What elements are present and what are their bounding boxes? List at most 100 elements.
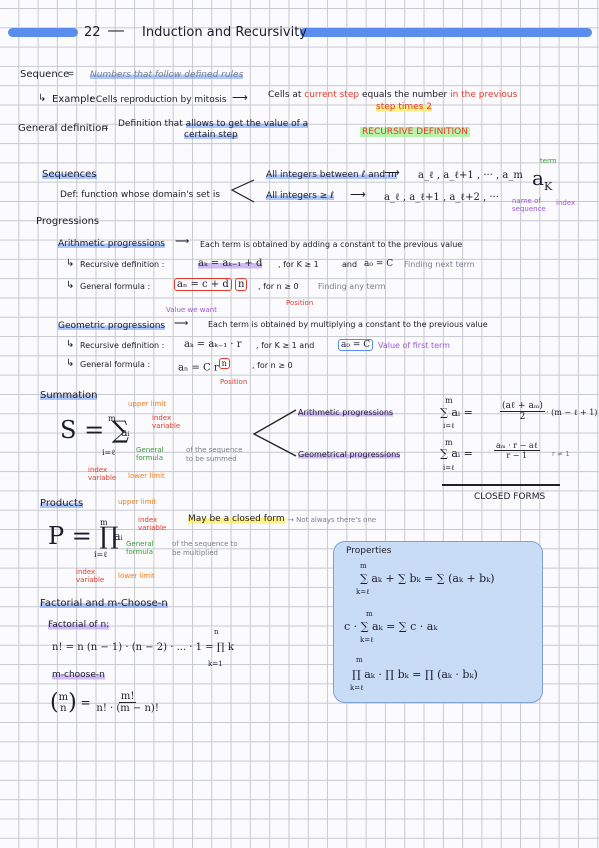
arrow-icon: ↳ — [66, 258, 75, 269]
arithmetic-label: Arithmetic progressions — [58, 239, 165, 249]
arith-gen-cond: , for n ≥ 0 — [258, 282, 299, 291]
products-lower: i=ℓ — [94, 550, 108, 559]
products-upper: m — [100, 518, 108, 527]
choose-bottom: n — [60, 702, 67, 714]
geo-rec-label: Recursive definition : — [80, 341, 165, 350]
header-decoration-right — [300, 28, 592, 37]
closed-geo-lhs: ∑ aᵢ = — [440, 447, 473, 460]
geo-rec-cond: , for K ≥ 1 and — [256, 341, 315, 350]
choose-top: m — [58, 691, 69, 703]
sum-upper-limit-label: upper limit — [128, 400, 167, 408]
summation-heading: Summation — [40, 390, 98, 401]
header-decoration-left — [8, 28, 78, 37]
closed-arith-tail: · (m − ℓ + 1) — [546, 408, 598, 417]
arith-rec-formula: aₖ = aₖ₋₁ + d — [198, 258, 263, 269]
arith-rec-init: a₀ = C — [364, 259, 394, 269]
arith-rec-label: Recursive definition : — [80, 260, 165, 269]
property-3-top: m — [356, 656, 363, 664]
arrow-right-icon: ⟶ — [232, 92, 248, 104]
example-text: : Cells reproduction by mitosis — [90, 95, 227, 105]
sequences-row1-result: a_ℓ , a_ℓ+1 , ··· , a_m — [418, 170, 523, 181]
term-label: term — [540, 157, 557, 165]
page-title: Induction and Recursivity — [142, 25, 307, 40]
products-symbol: P = ∏ — [48, 522, 119, 550]
sum-of-sequence-label: of the sequence to be summed — [186, 446, 243, 463]
arith-rec-cond: , for K ≥ 1 — [278, 260, 319, 269]
sum-index-var-label-2: index variable — [88, 466, 117, 482]
closed-arith-bottom: i=ℓ — [443, 422, 455, 430]
sequence-heading: Sequence — [20, 69, 70, 80]
name-of-sequence-label: name of sequence — [512, 197, 546, 213]
prod-of-sequence-label: of the sequence to be multiplied — [172, 540, 238, 557]
closed-geo-bottom: i=ℓ — [443, 464, 455, 472]
prod-upper-limit-label: upper limit — [118, 498, 157, 506]
property-2-top: m — [366, 610, 373, 618]
arith-rec-note: Finding next term — [404, 260, 475, 269]
arithmetic-text: Each term is obtained by adding a consta… — [200, 240, 463, 249]
sequences-row1-text: All integers between ℓ and m — [266, 170, 397, 180]
property-3-bottom: k=ℓ — [350, 684, 364, 692]
branch-arrow-icon — [230, 179, 255, 203]
closed-geo-top: m — [445, 438, 453, 447]
property-1-bottom: k=ℓ — [356, 588, 370, 596]
arrow-icon: ↳ — [66, 358, 75, 369]
summation-upper: m — [108, 414, 116, 423]
factorial-heading: Factorial and m-Choose-n — [40, 598, 168, 609]
property-1-top: m — [360, 562, 367, 570]
summation-term: aᵢ — [121, 426, 130, 439]
header-dash: — — [108, 22, 124, 39]
arith-gen-formula: aₙ = c + d n — [174, 278, 248, 291]
factorial-formula: n! = n (n − 1) · (n − 2) · ... · 1 = ∏ k — [52, 642, 234, 653]
properties-box — [333, 541, 543, 703]
sum-index-var-label: index variable — [152, 414, 181, 430]
sum-geo-link: Geometrical progressions — [298, 450, 401, 459]
prod-index-var-label-2: index variable — [76, 568, 105, 584]
arrow-icon: ↳ — [66, 339, 75, 350]
double-eq-icon: = — [102, 122, 109, 134]
summation-lower: i=ℓ — [102, 448, 116, 457]
arith-gen-label: General formula : — [80, 282, 151, 291]
index-label: index — [556, 199, 576, 207]
property-2-bottom: k=ℓ — [360, 636, 374, 644]
term-symbol: aK — [532, 166, 553, 193]
prod-lower-limit-label: lower limit — [118, 572, 155, 580]
geo-rec-formula: aₖ = aₖ₋₁ · r — [184, 339, 242, 350]
example-result-line2: step times 2 — [376, 102, 432, 112]
factorial-prod-top: n — [214, 628, 219, 636]
sequences-row2-result: a_ℓ , a_ℓ+1 , a_ℓ+2 , ··· — [384, 192, 499, 203]
prod-closed-note: May be a closed form — [188, 514, 285, 524]
arrow-icon: ↳ — [66, 280, 75, 291]
sum-arith-link: Arithmetic progressions — [298, 408, 394, 417]
choose-den: n! · (m − n)! — [96, 703, 159, 714]
closed-forms-divider — [442, 484, 560, 486]
geometric-label: Geometric progressions — [58, 321, 166, 331]
general-definition-text-2: certain step — [184, 130, 238, 140]
property-3: ∏ aₖ · ∏ bₖ = ∏ (aₖ · bₖ) — [352, 668, 478, 681]
summation-symbol: S = ∑ — [60, 416, 129, 444]
closed-arith-top: m — [445, 396, 453, 405]
arrow-right-icon: ⟶ — [350, 189, 366, 201]
choose-label: m-choose-n — [52, 670, 105, 680]
page-number: 22 — [84, 25, 101, 40]
arrow-right-icon: ⟶ — [384, 167, 400, 179]
position-label: Position — [286, 299, 314, 307]
geo-gen-cond: , for n ≥ 0 — [252, 361, 293, 370]
geo-rec-init: a₀ = C — [338, 339, 374, 351]
geometric-text: Each term is obtained by multiplying a c… — [208, 320, 488, 329]
closed-arith-frac: (aℓ + aₘ)2 — [500, 401, 545, 422]
general-definition-text: Definition that allows to get the value … — [118, 119, 309, 129]
arrow-icon: ↳ — [38, 93, 47, 104]
value-label: Value we want — [166, 306, 217, 314]
property-1: ∑ aₖ + ∑ bₖ = ∑ (aₖ + bₖ) — [360, 572, 495, 585]
example-result-line1: Cells at current step equals the number … — [268, 90, 518, 100]
arrow-right-icon: ⟶ — [175, 236, 190, 247]
geo-rec-note: Value of first term — [378, 341, 450, 350]
prod-general-formula-label: General formula — [126, 540, 154, 556]
geo-gen-label: General formula : — [80, 360, 151, 369]
factorial-prod-bottom: k=1 — [208, 660, 223, 668]
branch-arrow-icon — [252, 409, 297, 457]
arith-gen-note: Finding any term — [318, 282, 386, 291]
